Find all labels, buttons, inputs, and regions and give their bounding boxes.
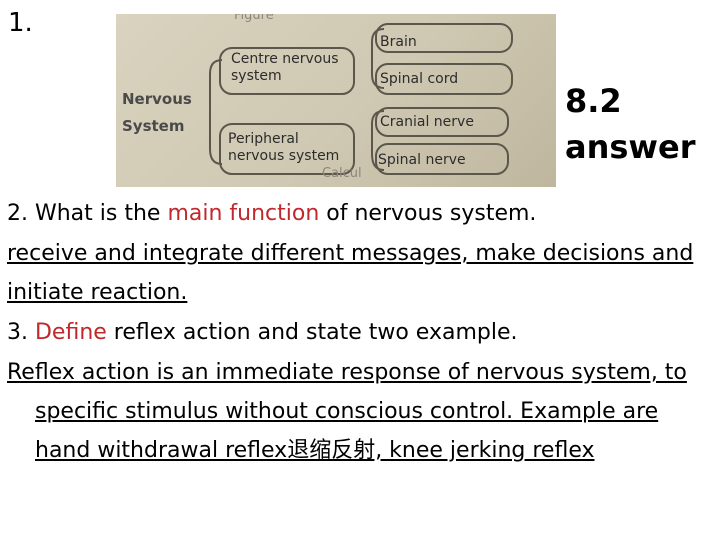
chart-branch-pns: Peripheral nervous system — [228, 131, 340, 164]
chart-leaf-spinal-cord: Spinal cord — [380, 71, 459, 87]
question-2-highlight: main function — [167, 201, 320, 226]
answer-2: receive and integrate different messages… — [7, 241, 694, 305]
photo-faint-caption: Calcul — [322, 166, 362, 181]
qa-content: 2. What is the main function of nervous … — [7, 193, 707, 470]
chart-root-label: Nervous System — [122, 90, 192, 135]
nervous-system-chart-photo: Figure Calcul Nervous System Centre nerv… — [116, 14, 556, 187]
chart-leaf-brain: Brain — [380, 34, 417, 50]
chart-leaf-cranial-nerve: Cranial nerve — [380, 114, 474, 130]
question-3: 3. Define reflex action and state two ex… — [7, 320, 518, 345]
chart-leaf-spinal-nerve: Spinal nerve — [378, 152, 466, 168]
answer-heading: 8.2 answer — [565, 82, 696, 166]
photo-faint-heading: Figure — [234, 14, 274, 23]
answer-3: Reflex action is an immediate response o… — [7, 360, 687, 463]
question-2: 2. What is the main function of nervous … — [7, 201, 537, 226]
chart-bracket-lines — [209, 23, 513, 175]
question-3-highlight: Define — [34, 320, 107, 345]
slide-number: 1. — [8, 8, 33, 38]
chart-branch-cns: Centre nervous system — [231, 51, 339, 84]
